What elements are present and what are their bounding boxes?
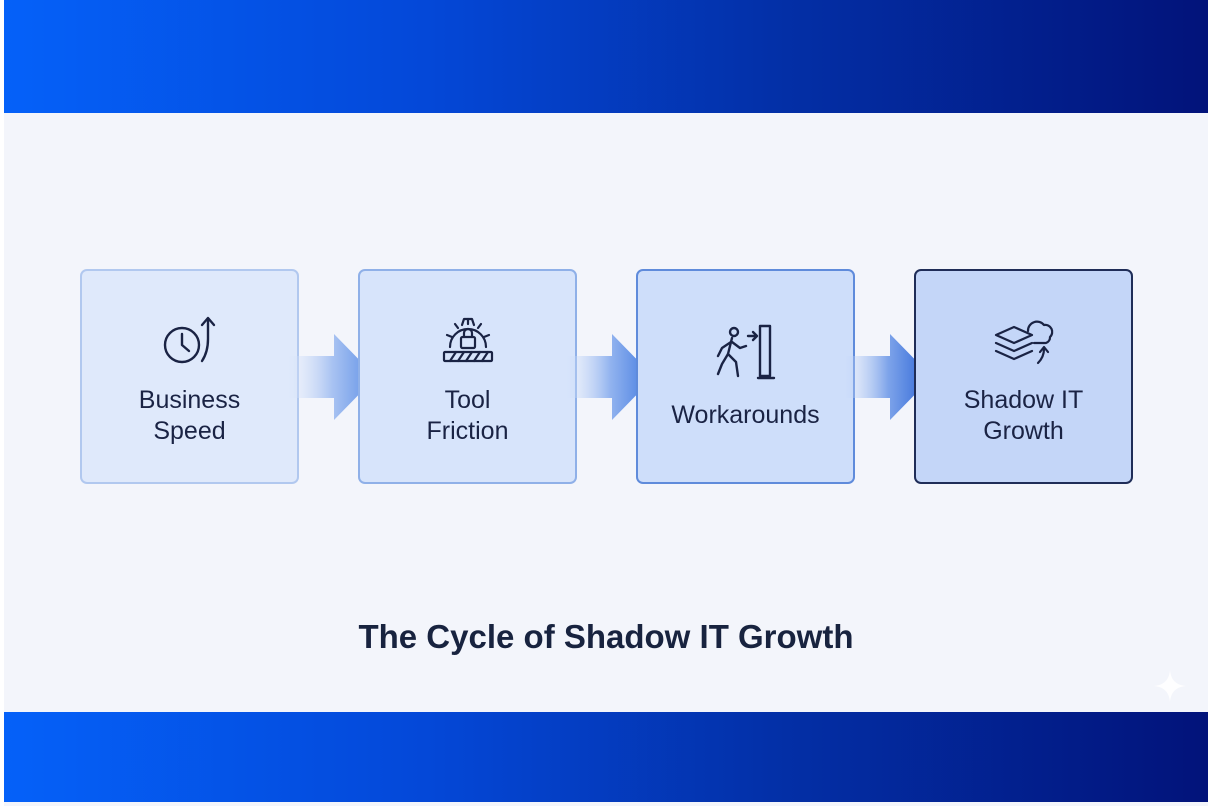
step-card-shadow-it-growth: Shadow IT Growth bbox=[914, 269, 1133, 484]
step-label: Shadow IT Growth bbox=[963, 385, 1084, 445]
flow-arrow-icon bbox=[288, 334, 376, 420]
person-exit-icon bbox=[716, 324, 775, 380]
step-label: Business Speed bbox=[138, 385, 241, 445]
cloud-layers-icon bbox=[994, 320, 1053, 364]
step-card-business-speed: Business Speed bbox=[80, 269, 299, 484]
top-banner bbox=[4, 0, 1208, 113]
step-card-tool-friction: Tool Friction bbox=[358, 269, 577, 484]
bottom-banner bbox=[4, 712, 1208, 802]
diagram-caption: The Cycle of Shadow IT Growth bbox=[358, 618, 854, 655]
step-card-workarounds: Workarounds bbox=[636, 269, 855, 484]
slide: Business Speed Tool Friction bbox=[4, 0, 1208, 806]
sparkle-icon bbox=[1154, 670, 1186, 702]
step-label: Tool Friction bbox=[426, 385, 509, 445]
clock-arrow-up-icon bbox=[163, 316, 215, 363]
step-label: Workarounds bbox=[671, 401, 820, 429]
gear-lock-icon bbox=[442, 317, 493, 362]
flow-arrow-icon bbox=[844, 334, 932, 420]
flow-arrow-icon bbox=[566, 334, 654, 420]
